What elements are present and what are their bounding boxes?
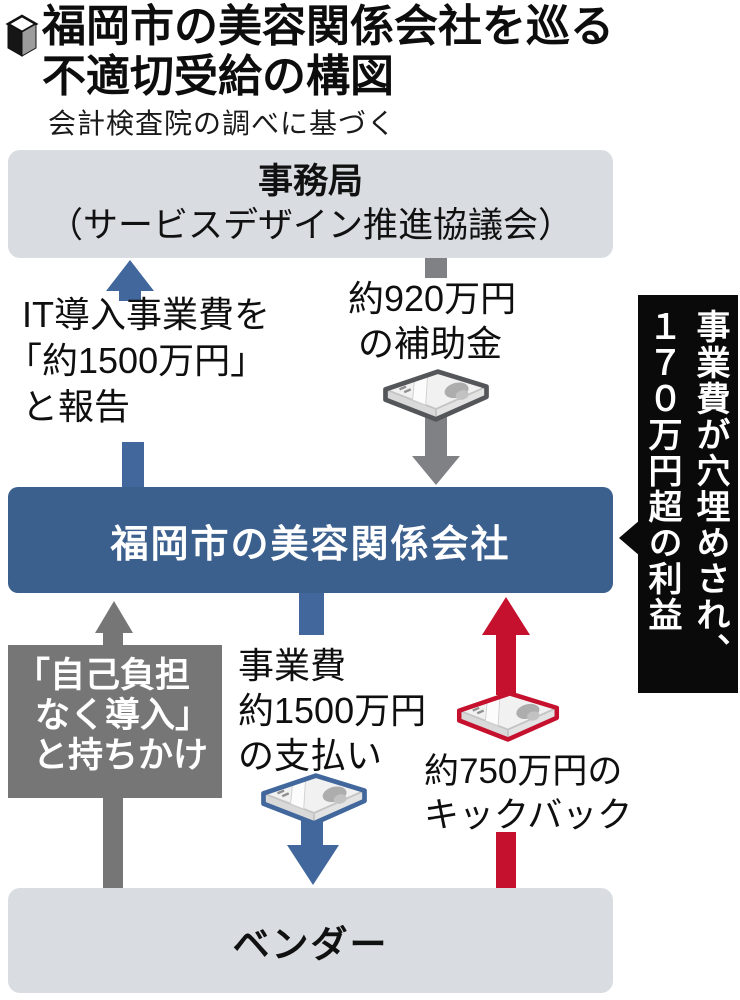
report-label-line2: 「約1500万円」: [6, 340, 267, 381]
kickback-arrow-head-up: [482, 597, 530, 635]
report-label-line1: IT導入事業費を: [22, 294, 270, 335]
subsidy-banknote-bundle-icon: [378, 366, 494, 424]
kickback-label: 約750万円の キックバック: [424, 750, 632, 838]
report-arrow-connector: [122, 442, 144, 488]
kickback-banknote-bundle-icon: [450, 688, 566, 744]
company-title: 福岡市の美容関係会社: [110, 523, 511, 566]
secretariat-box: 事務局 （サービスデザイン推進協議会）: [8, 150, 613, 258]
profit-callout-banner: 事業費が穴埋めされ、 １７０万円超の利益: [638, 295, 738, 693]
profit-callout-line1: 事業費が穴埋めされ、: [691, 309, 729, 669]
page-title-line2: 不適切受給の構図: [42, 52, 394, 101]
offer-label-line1: 「自己負担: [15, 656, 191, 695]
company-box: 福岡市の美容関係会社: [8, 487, 613, 593]
source-note: 会計検査院の調べに基づく: [48, 109, 397, 140]
subsidy-arrow-shaft: [425, 408, 447, 458]
page-title: 福岡市の美容関係会社を巡る 不適切受給の構図: [42, 2, 614, 102]
payment-label: 事業費 約1500万円 の支払い: [238, 643, 426, 778]
page-title-line1: 福岡市の美容関係会社を巡る: [42, 2, 614, 51]
offer-box: 「自己負担 なく導入」 と持ちかけ: [8, 645, 222, 798]
offer-label-line2: なく導入」: [35, 696, 211, 735]
callout-pointer-left-icon: [619, 520, 640, 556]
report-label-line3: と報告: [22, 386, 131, 427]
subsidy-arrow-stub: [425, 252, 447, 278]
kickback-label-line2: キックバック: [424, 796, 633, 835]
payment-label-line3: の支払い: [238, 735, 383, 776]
report-label: IT導入事業費を 「約1500万円」 と報告: [6, 292, 270, 430]
payment-arrow-head-down: [287, 845, 339, 885]
kickback-label-line1: 約750万円の: [424, 752, 623, 791]
subsidy-arrow-head-down: [412, 456, 460, 485]
payment-arrow-stub: [299, 593, 324, 635]
report-arrow-head-up: [106, 260, 154, 291]
subsidy-label-line1: 約920万円: [348, 278, 517, 319]
cube-icon: [5, 12, 39, 60]
payment-label-line1: 事業費: [238, 645, 347, 686]
offer-arrow-head-up: [95, 601, 133, 633]
vendor-title: ベンダー: [232, 923, 389, 965]
subsidy-label-line2: の補助金: [358, 323, 503, 364]
report-arrow-stub: [119, 289, 141, 301]
profit-callout-line2: １７０万円超の利益: [643, 309, 681, 633]
secretariat-title: 事務局: [257, 162, 363, 201]
vendor-box: ベンダー: [8, 888, 613, 993]
payment-label-line2: 約1500万円: [238, 690, 427, 731]
payment-banknote-bundle-icon: [256, 770, 372, 828]
subsidy-label: 約920万円 の補助金: [348, 276, 516, 366]
secretariat-subtitle: （サービスデザイン推進協議会）: [47, 206, 573, 245]
offer-label-line3: と持ちかけ: [33, 736, 209, 775]
profit-callout-text: 事業費が穴埋めされ、 １７０万円超の利益: [638, 295, 734, 693]
kickback-arrow-shaft-top: [496, 633, 516, 695]
kickback-arrow-shaft-bottom: [496, 832, 516, 889]
